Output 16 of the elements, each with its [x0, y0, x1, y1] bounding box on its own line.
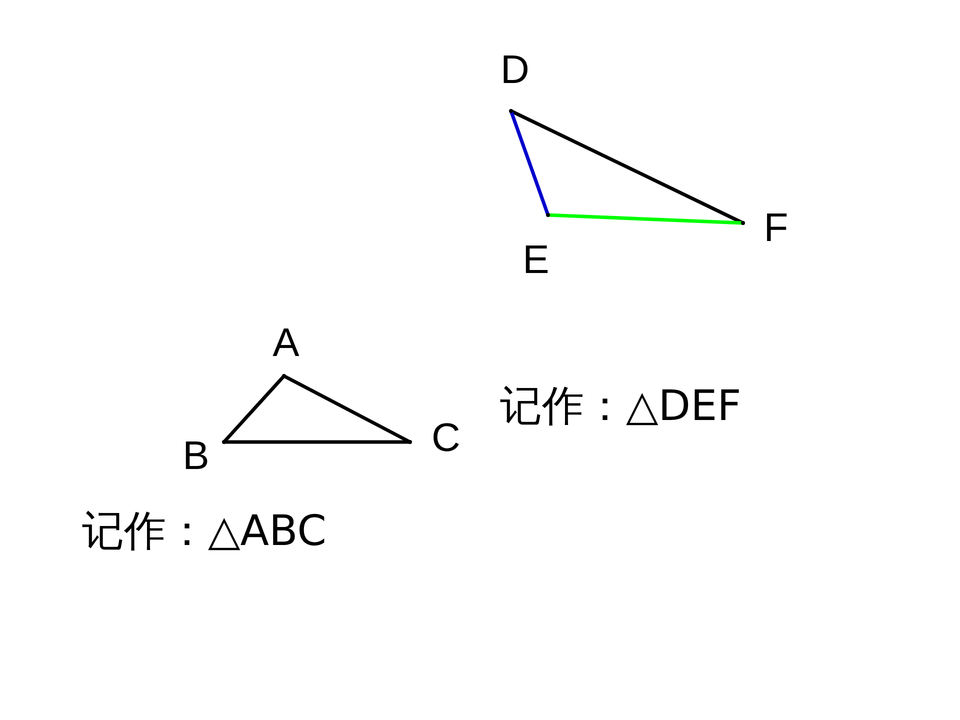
- vertex-label: B: [182, 436, 210, 476]
- vertex-label: F: [764, 208, 788, 248]
- vertex-point: [222, 440, 226, 444]
- vertex-point: [282, 374, 286, 378]
- vertex-point: [408, 440, 412, 444]
- vertex-label: E: [522, 240, 550, 280]
- notation-text: 记作：△DEF: [500, 385, 742, 427]
- vertex-label: D: [500, 50, 530, 90]
- vertex-label: A: [272, 323, 300, 363]
- vertex-point: [509, 109, 513, 113]
- triangle-side: [282, 374, 412, 444]
- vertex-point: [741, 221, 745, 225]
- vertex-label: C: [432, 418, 460, 458]
- notation-text: 记作：△ABC: [82, 510, 326, 552]
- vertex-point: [546, 213, 550, 217]
- triangle-side: [509, 109, 550, 217]
